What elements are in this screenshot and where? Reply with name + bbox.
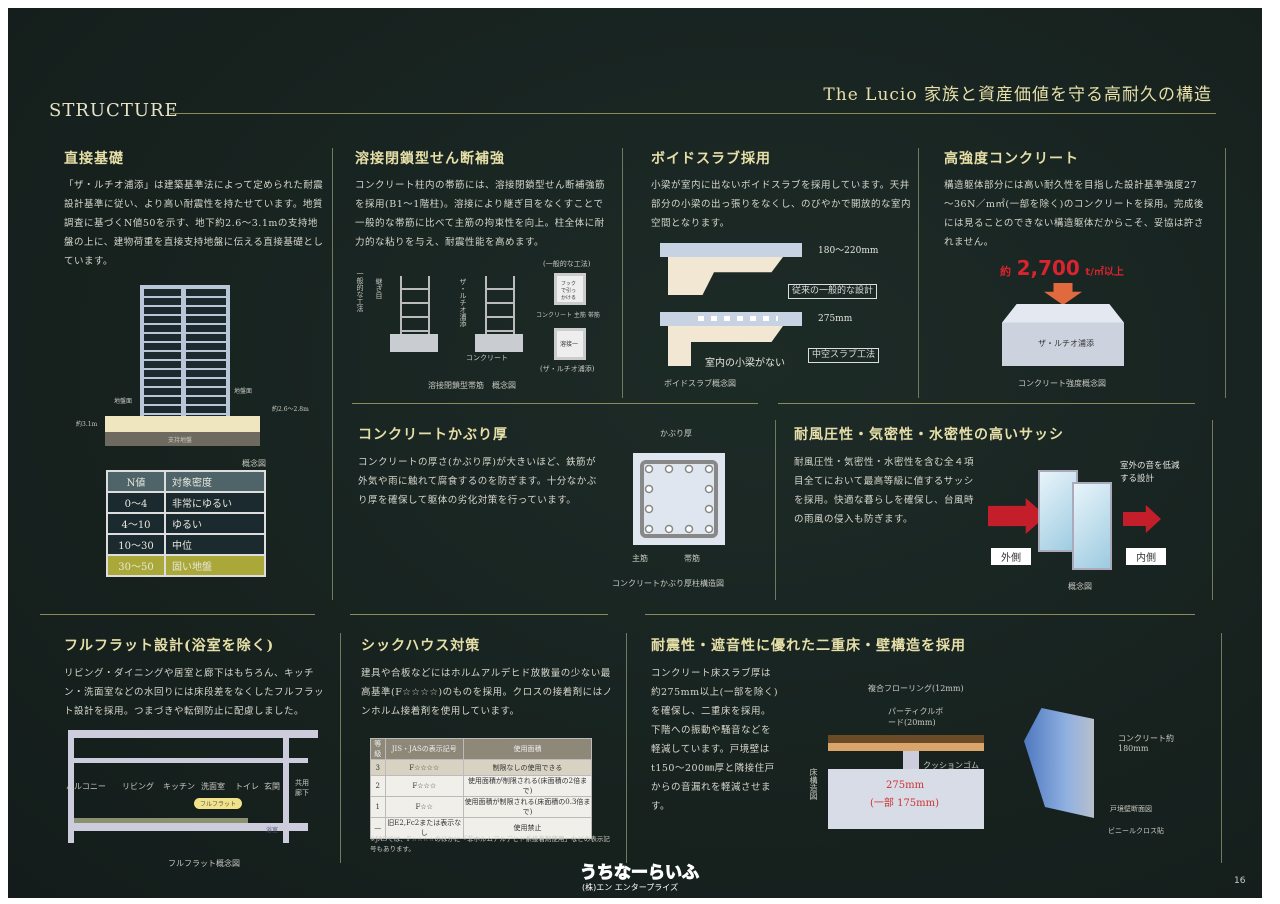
sash-body: 耐風圧性・気密性・水密性を含む全４項目全てにおいて最高等級に値するサッシを採用。…	[794, 457, 975, 525]
cover-label-top: かぶり厚	[660, 429, 692, 438]
outside-label: 外側	[991, 548, 1031, 565]
sickhouse-note: ※JASでは、F☆☆☆☆のほかに「非ホルムアルデヒド系接着剤使用」などの表示記号…	[370, 835, 610, 853]
company-name: (株)エン エンタープライズ	[582, 883, 679, 892]
strength-value: 約 2,700 t/㎡以上	[1000, 256, 1124, 280]
brochure-page: STRUCTURE The Lucio 家族と資産価値を守る高耐久の構造 直接基…	[8, 8, 1262, 898]
room-balcony: バルコニー	[66, 782, 106, 791]
room-washroom: 洗面室	[201, 782, 225, 791]
ground-level-left: 地盤面	[114, 398, 133, 405]
foundation-caption: 概念図	[242, 459, 266, 468]
hoop-general: フックで引っかける	[554, 273, 586, 305]
cover-label-main: 主筋	[632, 554, 648, 563]
sash-caption: 概念図	[1068, 582, 1092, 591]
slab-thickness: 275mm	[886, 780, 925, 791]
label-lucio-bottom: (ザ・ルチオ浦添)	[540, 365, 595, 373]
foundation-body: 「ザ・ルチオ浦添」は建築基準法によって定められた耐震設計基準に従い、より高い耐震…	[64, 180, 324, 267]
label-conventional: 従来の一般的な設計	[788, 284, 878, 299]
room-bath: 浴室	[266, 827, 279, 834]
concrete-title: 高強度コンクリート	[944, 151, 1079, 167]
cover-caption: コンクリートかぶり厚柱構造図	[612, 579, 724, 588]
block-label: ザ・ルチオ浦添	[1038, 339, 1094, 348]
flat-body: リビング・ダイニングや居室と廊下はもちろん、キッチン・洗面室などの水回りには床段…	[64, 668, 325, 717]
room-corridor: 共用廊下	[295, 779, 309, 797]
depth-right: 約2.6～2.8m	[272, 406, 309, 413]
note-no-beam: 室内の小梁がない	[705, 358, 785, 369]
welded-title: 溶接閉鎖型せん断補強	[355, 151, 505, 167]
cloth-label: ビニールクロス貼	[1108, 827, 1164, 835]
cover-body: コンクリートの厚さ(かぶり厚)が大きいほど、鉄筋が外気や雨に触れて腐食するのを防…	[358, 457, 597, 506]
window-pane	[1072, 482, 1112, 570]
depth-left: 約3.1m	[76, 421, 98, 428]
section-label: STRUCTURE	[49, 100, 179, 121]
room-toilet: トイレ	[235, 782, 259, 791]
inside-label: 内側	[1126, 548, 1166, 565]
room-entrance: 玄関	[264, 782, 280, 791]
ground-label: 支持地盤	[168, 437, 193, 444]
label-lucio: ザ・ルチオ浦添	[459, 278, 467, 327]
ground-level-right: 地盤面	[234, 388, 253, 395]
label-joint: 継ぎ目	[375, 278, 383, 299]
flooring-label: 複合フローリング(12mm)	[868, 684, 964, 693]
floor-caption: 床構造図	[809, 768, 818, 800]
room-living: リビング	[122, 782, 154, 791]
sickhouse-body: 建具や合板などにはホルムアルデヒド放散量の少ない最高基準(F☆☆☆☆)のものを採…	[361, 668, 613, 717]
flat-title: フルフラット設計(浴室を除く)	[64, 638, 275, 654]
welded-body: コンクリート柱内の帯筋には、溶接閉鎖型せん断補強筋を採用(B1～1階柱)。溶接に…	[355, 180, 606, 248]
slab-note: (一部 175mm)	[870, 798, 940, 809]
dim-top: 180～220mm	[818, 246, 879, 256]
double-body: コンクリート床スラブ厚は約275mm以上(一部を除く)を確保し、二重床を採用。下…	[651, 668, 779, 812]
wall-caption: 戸境壁断面図	[1110, 805, 1152, 813]
concrete-body: 構造躯体部分には高い耐久性を目指した設計基準強度27～36N／m㎡(一部を除く)…	[944, 180, 1204, 248]
wall-concrete-label: コンクリート約180mm	[1118, 734, 1174, 753]
flat-bubble: フルフラット	[194, 798, 243, 809]
flat-caption: フルフラット概念図	[168, 859, 240, 868]
dim-bottom: 275mm	[818, 314, 853, 324]
double-title: 耐震性・遮音性に優れた二重床・壁構造を採用	[651, 638, 966, 654]
void-holes	[698, 316, 778, 321]
page-number: 16	[1234, 876, 1246, 886]
concrete-block	[1002, 304, 1124, 366]
room-kitchen: キッチン	[163, 782, 195, 791]
sickhouse-title: シックハウス対策	[361, 638, 481, 654]
void-slab-body: 小梁が室内に出ないボイドスラブを採用しています。天井部分の小梁の出っ張りをなくし…	[651, 180, 912, 229]
cushion-label: クッションゴム	[923, 761, 979, 770]
page-title: The Lucio 家族と資産価値を守る高耐久の構造	[823, 85, 1212, 105]
void-slab-caption: ボイドスラブ概念図	[664, 379, 736, 388]
label-void-slab: 中空スラブ工法	[808, 348, 880, 363]
label-main-bar: コンクリート 主筋 帯筋	[536, 312, 600, 319]
label-general-top: (一般的な工法)	[543, 260, 591, 268]
label-general: 一般的な工法	[356, 270, 364, 312]
void-slab-title: ボイドスラブ採用	[651, 151, 771, 167]
arrow-down-icon	[1044, 283, 1082, 305]
cover-label-hoop: 帯筋	[684, 554, 700, 563]
welded-caption: 溶接閉鎖型帯筋 概念図	[428, 381, 516, 390]
foundation-title: 直接基礎	[64, 151, 124, 167]
concrete-caption: コンクリート強度概念図	[1018, 379, 1106, 388]
sash-title: 耐風圧性・気密性・水密性の高いサッシ	[794, 427, 1064, 443]
particle-label: パーティクルボード(20mm)	[888, 707, 944, 727]
label-concrete: コンクリート	[466, 354, 508, 362]
arrow-right-icon	[1123, 505, 1161, 533]
watermark-logo: うちなーらいふ	[580, 863, 700, 884]
cover-title: コンクリートかぶり厚	[358, 427, 508, 443]
column-section	[633, 453, 725, 545]
hoop-lucio: 溶接一	[554, 328, 586, 360]
main-bars	[644, 464, 714, 534]
sound-note: 室外の音を低減する設計	[1120, 461, 1180, 484]
